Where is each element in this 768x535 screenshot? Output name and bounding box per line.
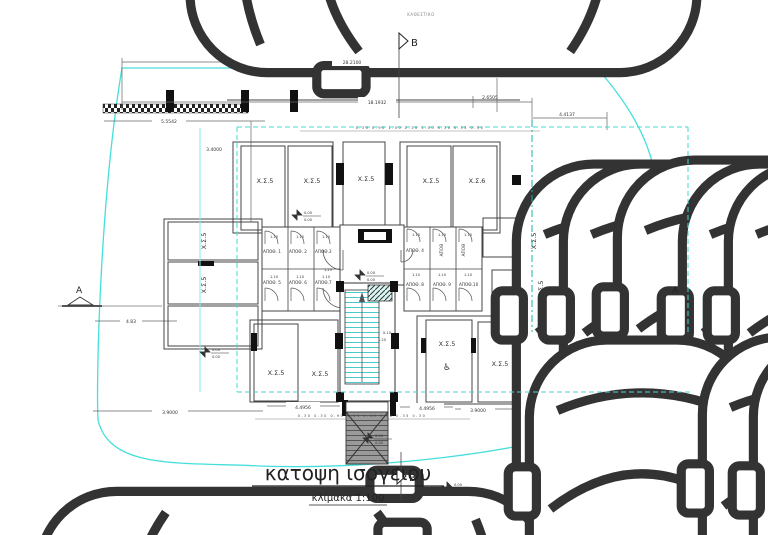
stair-up-arrow bbox=[359, 292, 365, 302]
parking-label: Χ.Σ.5 bbox=[268, 369, 285, 377]
level-value: 0.00 bbox=[454, 490, 463, 494]
parking-label: Χ.Σ.5 bbox=[200, 233, 208, 250]
level-value: 0.00 bbox=[367, 271, 376, 275]
stair-dim: 1.20 bbox=[378, 338, 387, 342]
level-value: 0.00 bbox=[212, 348, 221, 352]
plan-note: ΚΑΘΕΣΤΙΚΟ bbox=[407, 12, 434, 17]
dim-label: 4.4137 bbox=[559, 112, 575, 118]
storage-label: ΑΠΟΘ. 6 bbox=[289, 280, 307, 285]
dim-label: 4.4956 bbox=[419, 406, 435, 412]
dim-label: 28.2100 bbox=[343, 60, 362, 66]
level-value: 0.00 bbox=[367, 278, 376, 282]
section-b-top-label: B bbox=[411, 38, 418, 49]
top-boundary-wall bbox=[102, 90, 520, 114]
setback-lines bbox=[199, 120, 690, 393]
level-value: 0.00 bbox=[454, 483, 463, 487]
parking-label: Χ.Σ.5 bbox=[304, 177, 321, 185]
dim-label-backers bbox=[120, 57, 495, 416]
parking-label: Χ.Σ.6 bbox=[469, 177, 486, 185]
dim-label: 2.6505 bbox=[482, 95, 498, 101]
door-dim: 1.10 bbox=[464, 273, 473, 277]
door-dim: 1.10 bbox=[438, 273, 447, 277]
door-dim: 1.10 bbox=[322, 275, 331, 279]
level-value: 0.00 bbox=[375, 434, 384, 438]
dim-label: 3.4000 bbox=[206, 147, 222, 153]
dim-label: 3.9000 bbox=[162, 410, 178, 416]
section-marker-b-bottom bbox=[396, 452, 407, 500]
parking-label: Χ.Σ.5 bbox=[423, 177, 440, 185]
door-dim: 1.10 bbox=[438, 233, 447, 237]
door-dim: 1.10 bbox=[296, 275, 305, 279]
level-markers bbox=[199, 209, 471, 493]
storage-label: ΑΠΟΘ bbox=[461, 243, 466, 256]
level-value: 0.00 bbox=[212, 355, 221, 359]
dim-label: 3.9000 bbox=[470, 408, 486, 414]
car-left-3 bbox=[190, 0, 697, 94]
storage-label: ΑΠΟΘ.7 bbox=[315, 280, 332, 285]
dim-chain: 0.30 0.30 0.90 3.21 1.40 0.90 0.35 0.30 bbox=[298, 414, 427, 418]
door-dim: 1.10 bbox=[464, 233, 473, 237]
parking-label: Χ.Σ.5 bbox=[537, 281, 545, 298]
door-dim: 1.10 bbox=[412, 233, 421, 237]
dim-label: 18.1932 bbox=[368, 100, 387, 106]
dim-label: 5.5542 bbox=[161, 119, 177, 125]
parking-label: Χ.Σ.5 bbox=[530, 233, 538, 250]
storage-label: ΑΠΟΘ.10 bbox=[459, 282, 479, 287]
storage-doors bbox=[264, 228, 473, 302]
parking-label: Χ.Σ.5 bbox=[439, 340, 456, 348]
storage-label: ΑΠΟΘ bbox=[439, 243, 444, 256]
dim-chain: 0.30 0.90 1.00 2.10 1.00 0.30 0.35 0.30 bbox=[356, 126, 485, 130]
parking-label: Χ.Σ.5 bbox=[358, 175, 375, 183]
wheelchair-icon: ♿ bbox=[443, 363, 451, 373]
parking-label: Χ.Σ.5 bbox=[492, 360, 509, 368]
storage-label: ΑΠΟΘ. 9 bbox=[433, 282, 451, 287]
door-dim: 1.10 bbox=[270, 235, 279, 239]
section-marker-b-top bbox=[398, 31, 409, 118]
core-and-stair bbox=[322, 224, 414, 465]
door-dim: 1.10 bbox=[296, 235, 305, 239]
storage-rooms bbox=[261, 226, 483, 312]
section-a-left-label: A bbox=[76, 286, 83, 296]
storage-label: ΑΠΟΘ. 2 bbox=[289, 249, 307, 254]
storage-label: ΑΠΟΘ.3 bbox=[315, 249, 332, 254]
level-value: 0.00 bbox=[375, 441, 384, 445]
stair-dim: 0.10 bbox=[383, 331, 392, 335]
parking-label: Χ.Σ.5 bbox=[312, 370, 329, 378]
columns bbox=[335, 281, 399, 416]
corridor-dim: 1.25 bbox=[324, 268, 332, 272]
dim-label: 4.83 bbox=[126, 319, 136, 325]
shaft-hatch bbox=[367, 284, 393, 302]
level-value: 0.00 bbox=[304, 211, 313, 215]
storage-label: ΑΠΟΘ. 1 bbox=[263, 249, 281, 254]
door-dim: 1.10 bbox=[412, 273, 421, 277]
plan-title: κατοψη ισογειου bbox=[265, 461, 431, 485]
level-value: 0.00 bbox=[304, 218, 313, 222]
parking-label: Χ.Σ.5 bbox=[200, 277, 208, 294]
plan-scale: κλίμακα 1:100 bbox=[312, 492, 385, 504]
dim-label: 4.4956 bbox=[295, 405, 311, 411]
door-dim: 1.10 bbox=[322, 235, 331, 239]
storage-label: ΑΠΟΘ. 5 bbox=[263, 280, 281, 285]
door-dim: 1.10 bbox=[270, 275, 279, 279]
storage-label: ΑΠΟΘ. 8 bbox=[406, 282, 424, 287]
section-b-bottom-label: B bbox=[409, 473, 416, 484]
storage-label: ΑΠΟΘ. 4 bbox=[406, 248, 424, 253]
section-a-right-label: A bbox=[672, 286, 679, 296]
parking-label: Χ.Σ.5 bbox=[257, 177, 274, 185]
